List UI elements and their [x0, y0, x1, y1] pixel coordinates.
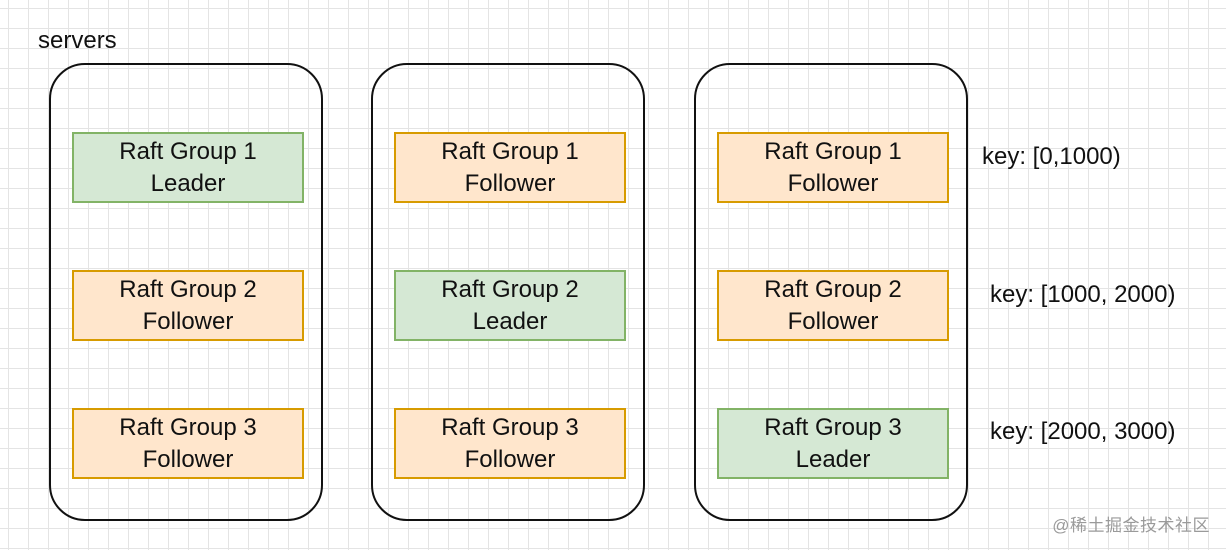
replica-role-label: Leader: [795, 445, 871, 473]
server-3: Raft Group 1 Follower Raft Group 2 Follo…: [694, 63, 968, 521]
replica-role-label: Follower: [142, 445, 234, 473]
raft-group-1-follower-replica: Raft Group 1 Follower: [717, 132, 949, 203]
raft-group-2-follower-replica: Raft Group 2 Follower: [717, 270, 949, 341]
raft-group-3-follower-replica: Raft Group 3 Follower: [394, 408, 626, 479]
replica-role-label: Follower: [787, 169, 879, 197]
replica-group-label: Raft Group 1: [441, 137, 579, 165]
key-range-group-3: key: [2000, 3000): [990, 418, 1176, 445]
raft-group-2-leader-replica: Raft Group 2 Leader: [394, 270, 626, 341]
server-1: Raft Group 1 Leader Raft Group 2 Followe…: [49, 63, 323, 521]
watermark: @稀土掘金技术社区: [1052, 516, 1210, 535]
server-2: Raft Group 1 Follower Raft Group 2 Leade…: [371, 63, 645, 521]
replica-role-label: Follower: [464, 169, 556, 197]
replica-group-label: Raft Group 1: [764, 137, 902, 165]
key-range-group-1: key: [0,1000): [982, 143, 1121, 170]
replica-group-label: Raft Group 3: [119, 413, 257, 441]
replica-role-label: Follower: [142, 307, 234, 335]
replica-group-label: Raft Group 2: [764, 275, 902, 303]
key-range-group-2: key: [1000, 2000): [990, 281, 1176, 308]
replica-group-label: Raft Group 3: [441, 413, 579, 441]
replica-role-label: Follower: [787, 307, 879, 335]
servers-label: servers: [38, 27, 117, 54]
replica-group-label: Raft Group 1: [119, 137, 257, 165]
raft-group-2-follower-replica: Raft Group 2 Follower: [72, 270, 304, 341]
replica-role-label: Leader: [150, 169, 226, 197]
raft-group-3-leader-replica: Raft Group 3 Leader: [717, 408, 949, 479]
raft-group-1-follower-replica: Raft Group 1 Follower: [394, 132, 626, 203]
replica-group-label: Raft Group 2: [441, 275, 579, 303]
replica-role-label: Leader: [472, 307, 548, 335]
raft-group-3-follower-replica: Raft Group 3 Follower: [72, 408, 304, 479]
raft-group-1-leader-replica: Raft Group 1 Leader: [72, 132, 304, 203]
replica-group-label: Raft Group 2: [119, 275, 257, 303]
replica-group-label: Raft Group 3: [764, 413, 902, 441]
replica-role-label: Follower: [464, 445, 556, 473]
